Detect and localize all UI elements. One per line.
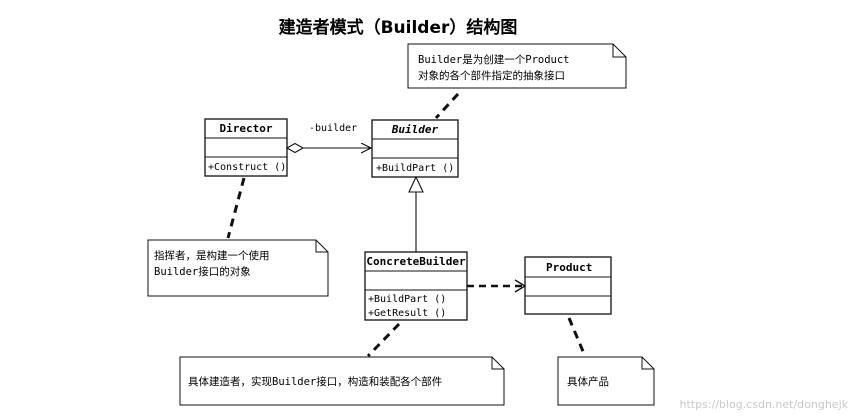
note-concrete-line-1: 具体建造者，实现Builder接口，构造和装配各个部件 <box>188 375 442 388</box>
association-label: -builder <box>309 123 357 134</box>
class-builder-name: Builder <box>391 123 439 136</box>
note-director-line-1: 指挥者，是构建一个使用 <box>154 249 270 262</box>
dependency-concrete-product <box>467 279 527 293</box>
note-builder-line-1: Builder是为创建一个Product <box>418 53 570 66</box>
note-product-line-1: 具体产品 <box>567 375 609 388</box>
note-concrete-builder: 具体建造者，实现Builder接口，构造和装配各个部件 <box>179 322 505 406</box>
class-director: Director +Construct () <box>204 118 288 177</box>
director-op-construct: +Construct () <box>208 162 286 173</box>
note-product: 具体产品 <box>557 317 655 406</box>
class-builder: Builder +BuildPart () <box>371 119 459 178</box>
class-product: Product <box>524 256 612 315</box>
note-director-line-2: Builder接口的对象 <box>154 265 251 278</box>
builder-op-buildpart: +BuildPart () <box>376 163 454 174</box>
diagram-title: 建造者模式（Builder）结构图 <box>279 17 518 38</box>
aggregation-director-builder: -builder <box>285 123 371 153</box>
class-director-name: Director <box>220 122 273 135</box>
class-concrete-builder-name: ConcreteBuilder <box>366 255 466 268</box>
concrete-op-buildpart: +BuildPart () <box>368 294 446 305</box>
watermark-text: https://blog.csdn.net/donghejk <box>680 398 849 411</box>
note-builder-line-2: 对象的各个部件指定的抽象接口 <box>418 69 565 82</box>
class-product-name: Product <box>546 261 592 274</box>
note-builder: Builder是为创建一个Product 对象的各个部件指定的抽象接口 <box>407 43 627 120</box>
note-director: 指挥者，是构建一个使用 Builder接口的对象 <box>147 177 329 297</box>
class-concrete-builder: ConcreteBuilder +BuildPart () +GetResult… <box>364 251 468 321</box>
generalization-concrete-builder <box>408 175 424 252</box>
concrete-op-getresult: +GetResult () <box>368 308 446 319</box>
